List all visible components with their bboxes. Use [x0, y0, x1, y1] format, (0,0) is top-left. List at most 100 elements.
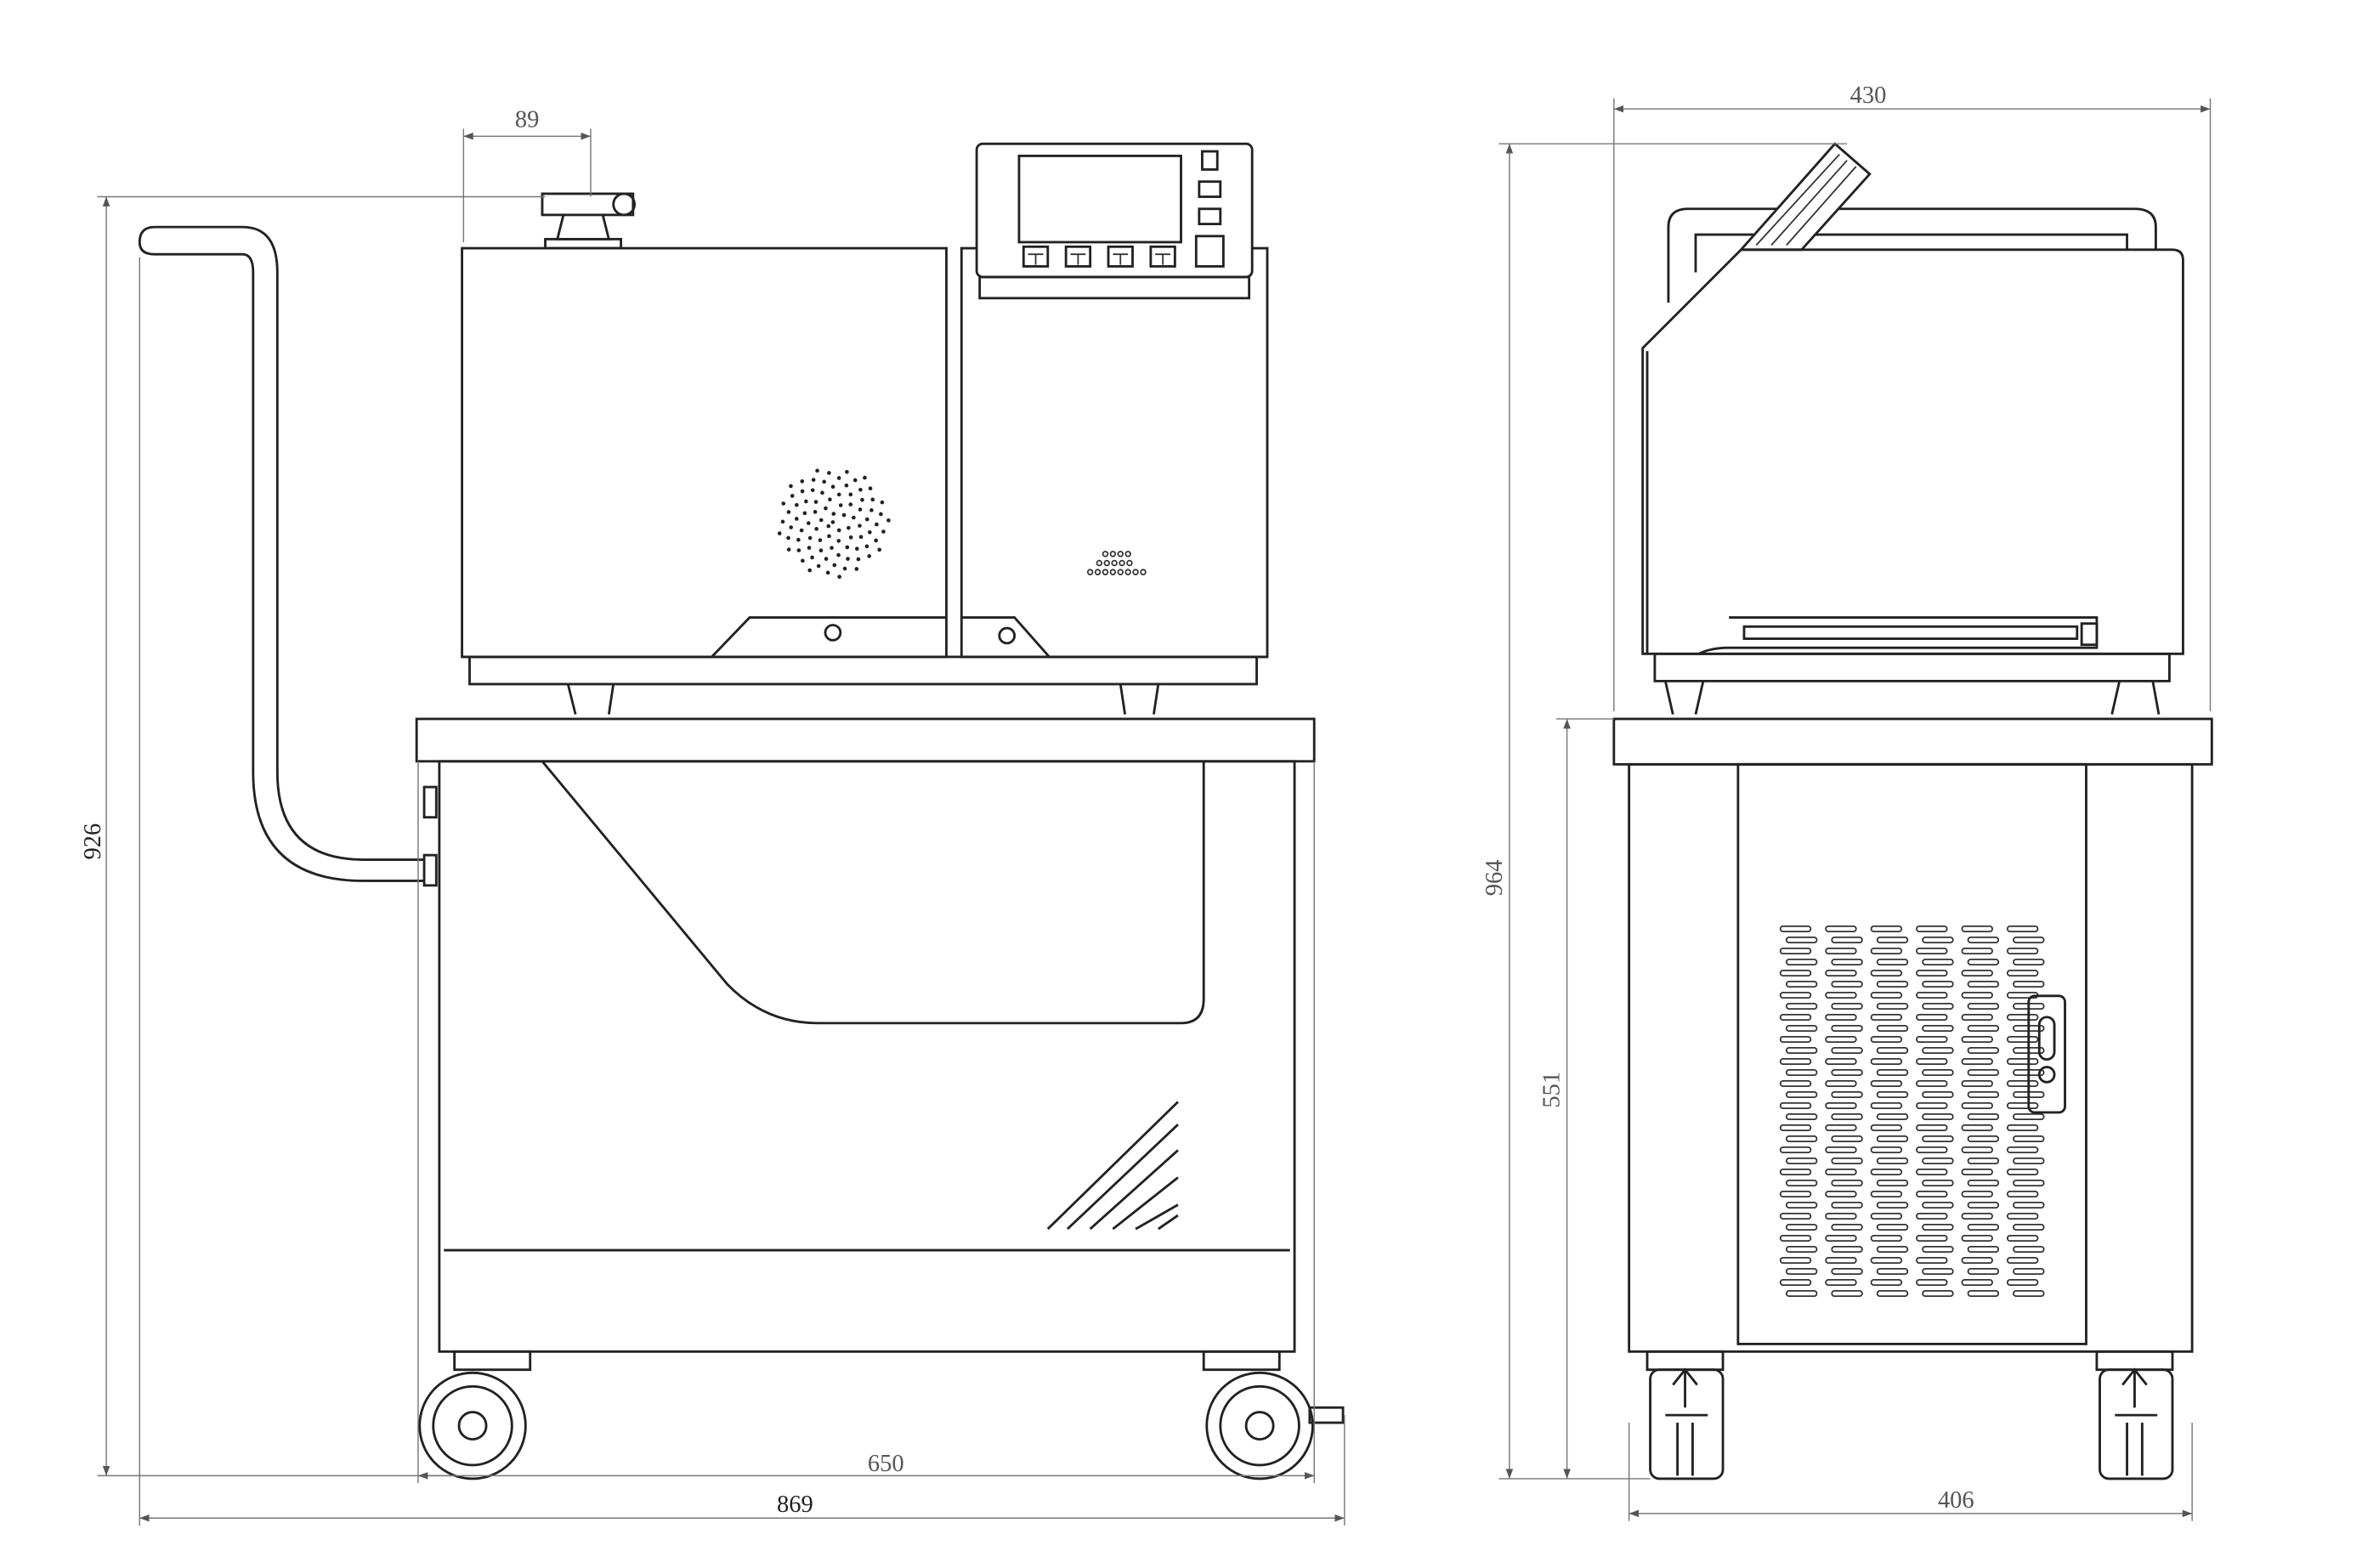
vent-slot [1876, 981, 1909, 988]
vent-slot [1876, 1224, 1909, 1231]
vent-slot [1916, 1036, 1948, 1044]
panel-key[interactable] [1107, 245, 1134, 268]
vent-slot [1922, 1268, 1954, 1276]
side-caster-left [1645, 1350, 1725, 1480]
vent-hole [818, 538, 823, 542]
vent-hole [802, 511, 807, 516]
vent-slot [1876, 937, 1909, 944]
vent-slot [1779, 1102, 1812, 1110]
svg-text:926: 926 [80, 824, 106, 860]
vent-slot [1922, 1025, 1954, 1033]
vent-hole [841, 512, 847, 518]
vent-slot [1876, 959, 1909, 966]
vent-slot [1961, 1014, 1993, 1022]
vent-slot [1961, 1213, 1993, 1220]
vent-slot [1870, 1058, 1903, 1066]
vent-hole [796, 548, 801, 552]
vent-slot [1779, 926, 1812, 933]
dimension-650: 650 [417, 761, 1315, 1484]
vent-slot [1831, 1025, 1863, 1033]
vent-slot [1916, 1014, 1948, 1022]
vent-hole [852, 478, 858, 483]
vent-hole [858, 524, 862, 528]
push-handle [138, 225, 425, 882]
vent-hole [824, 506, 828, 511]
vent-slot [2013, 937, 2045, 944]
vent-slot [2013, 1158, 2045, 1165]
vent-hole [848, 535, 853, 540]
vent-hole [836, 539, 841, 543]
vent-slot [1779, 1169, 1812, 1176]
vent-slot [2006, 1235, 2039, 1243]
vent-slot [1967, 1180, 2000, 1187]
vent-hole [813, 510, 818, 514]
vent-slot [1785, 1180, 1818, 1187]
indicator-dot [1124, 569, 1131, 575]
vent-slot [1831, 1091, 1863, 1099]
indicator-dot [1096, 559, 1103, 567]
vent-slot [1922, 1135, 1954, 1143]
vent-slot [1825, 926, 1857, 933]
side-housing [1641, 248, 2184, 655]
vent-slot [2006, 1146, 2039, 1154]
vent-slot [2006, 1213, 2039, 1220]
vent-slot [1967, 1135, 2000, 1143]
vent-slot [1961, 1102, 1993, 1110]
vent-slot [1870, 1014, 1903, 1022]
vent-hole [848, 492, 853, 497]
vent-hole [830, 484, 835, 490]
vent-slot [1831, 1069, 1863, 1077]
vent-hole [786, 510, 791, 514]
vent-slot [1785, 1025, 1818, 1033]
vent-slot [2013, 981, 2045, 988]
vent-hole [794, 517, 799, 521]
vent-hole [827, 534, 831, 539]
vent-slot [1967, 981, 2000, 988]
vent-slot [2013, 1180, 2045, 1187]
vent-hole [863, 475, 867, 480]
vent-slot [1779, 1146, 1812, 1154]
vent-slot [1922, 1224, 1954, 1231]
vent-hole [847, 525, 851, 530]
vent-slot [1825, 1169, 1857, 1176]
door-lock-handle[interactable] [2027, 994, 2066, 1114]
vent-slot [1967, 1158, 2000, 1165]
panel-key[interactable] [1064, 245, 1092, 268]
indicator-dot [1109, 569, 1117, 575]
vent-hole [868, 486, 873, 491]
indicator-dot [1140, 569, 1147, 575]
panel-key[interactable] [1149, 245, 1176, 268]
vent-hole [807, 568, 813, 573]
vent-slot [1825, 1235, 1857, 1243]
vent-hole [810, 488, 815, 493]
vent-slot [2006, 970, 2039, 977]
vent-slot [1876, 1246, 1909, 1254]
vent-hole [832, 563, 837, 568]
vent-hole [869, 508, 874, 512]
vent-hole [799, 528, 804, 533]
vent-slot [2013, 959, 2045, 966]
vent-hole [875, 522, 879, 527]
vent-hole [820, 490, 824, 495]
vent-slot [1825, 1279, 1857, 1287]
vent-slot [1922, 981, 1954, 988]
vent-slot [1922, 937, 1954, 944]
vent-hole [852, 515, 856, 520]
vent-slot [1831, 1135, 1863, 1143]
vent-slot [1961, 1146, 1993, 1154]
vent-slot [1916, 1279, 1948, 1287]
vent-slot [1870, 1146, 1903, 1154]
vent-hole [842, 566, 847, 571]
vent-slot [1779, 1279, 1812, 1287]
vent-hole [810, 555, 814, 560]
vent-slot [1785, 937, 1818, 944]
vent-hole [856, 557, 861, 562]
dimension-964: 964 [1481, 143, 1848, 1480]
vent-hole [818, 548, 824, 553]
vent-slot [1876, 1091, 1909, 1099]
vent-slot [1779, 948, 1812, 955]
vent-slot [1922, 1113, 1954, 1121]
panel-key[interactable] [1022, 245, 1050, 268]
cabinet-door [1736, 762, 2087, 1345]
vent-hole [831, 512, 836, 516]
